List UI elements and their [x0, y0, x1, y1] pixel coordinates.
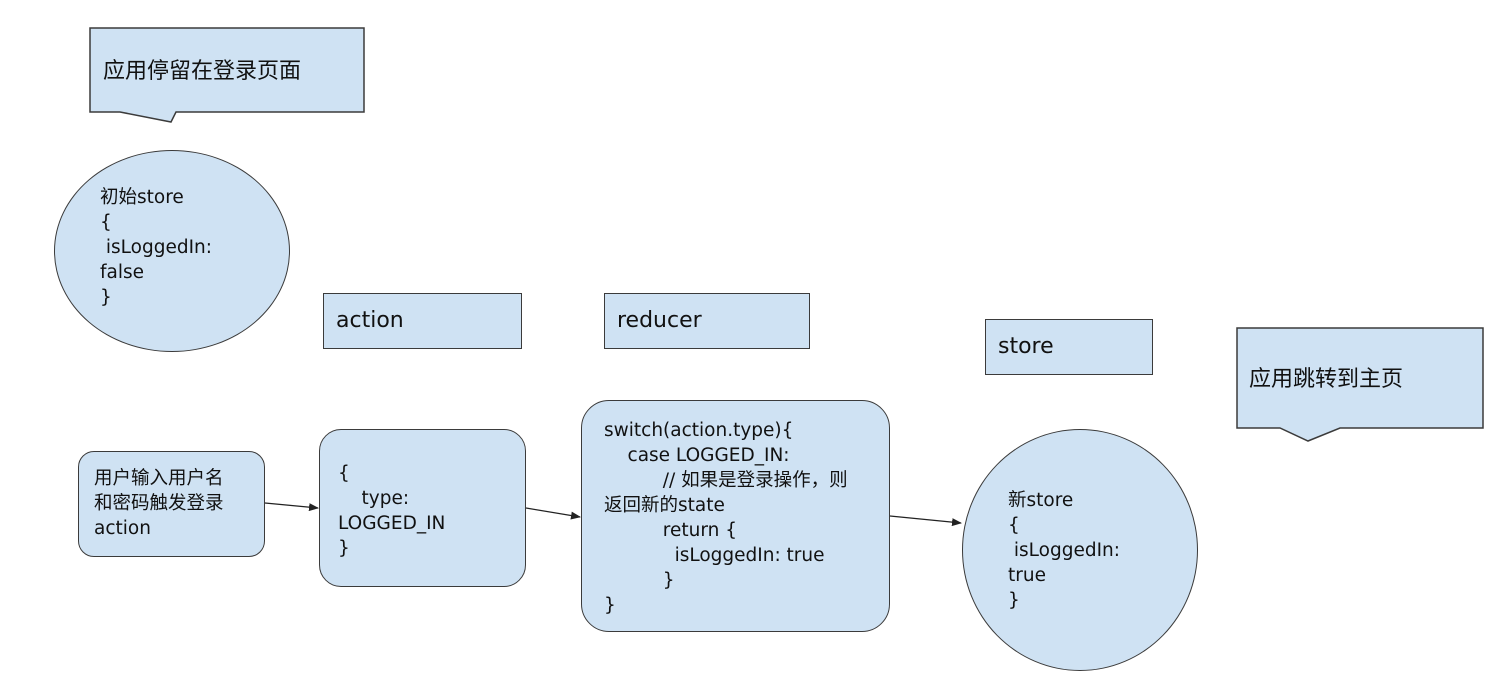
action-object-text: { type: LOGGED_IN }	[338, 463, 446, 559]
callout-login-page-text: 应用停留在登录页面	[103, 59, 302, 84]
arrow-reducer-to-store	[889, 515, 962, 527]
arrow-input-to-action	[264, 502, 319, 512]
initial-store-ellipse	[54, 150, 290, 352]
new-store-ellipse	[962, 429, 1198, 671]
action-object-box	[319, 429, 526, 587]
store-header: store	[985, 319, 1153, 375]
new-store-text: 新store { isLoggedIn: true }	[1008, 490, 1120, 611]
reducer-header: reducer	[604, 293, 810, 349]
reducer-code-box	[581, 400, 890, 632]
action-header: action	[323, 293, 522, 349]
user-input-text: 用户输入用户名 和密码触发登录 action	[94, 468, 224, 539]
initial-store-text: 初始store { isLoggedIn: false }	[100, 187, 212, 308]
arrow-action-to-reducer	[525, 507, 581, 520]
callout-home-page-text: 应用跳转到主页	[1249, 367, 1404, 392]
reducer-code-text: switch(action.type){ case LOGGED_IN: // …	[604, 420, 848, 616]
user-input-box	[78, 451, 265, 557]
